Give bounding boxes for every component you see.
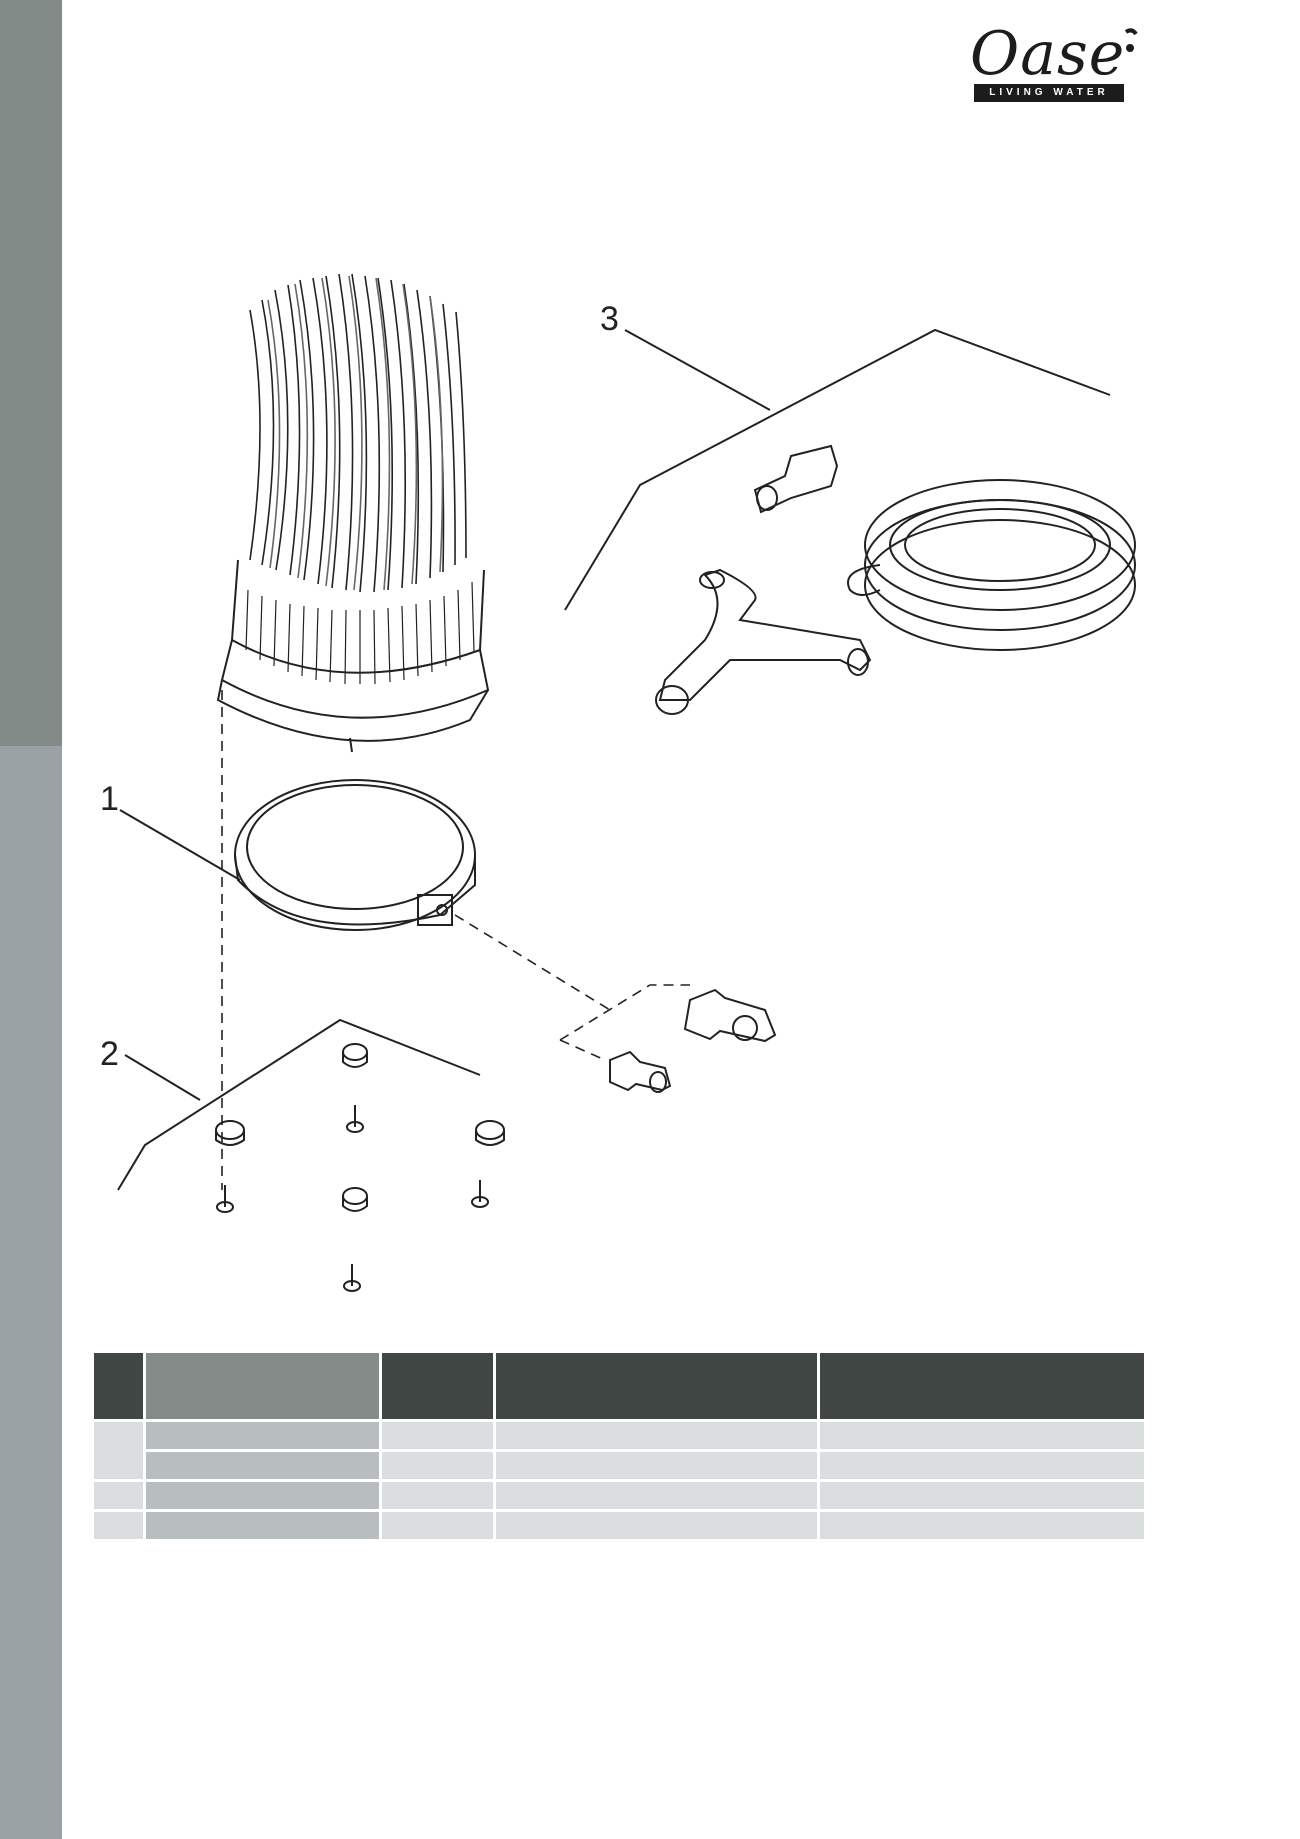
row-desc-cell bbox=[494, 1449, 820, 1481]
row-article-cell bbox=[818, 1419, 1144, 1451]
row-article-cell bbox=[818, 1509, 1144, 1539]
row-name-cell bbox=[144, 1449, 382, 1481]
row-name-cell bbox=[144, 1419, 382, 1451]
oase-logo: Oase LIVING WATER bbox=[960, 18, 1140, 110]
row-desc-cell bbox=[494, 1419, 820, 1451]
logo-wordmark: Oase bbox=[970, 19, 1126, 89]
row-desc-cell bbox=[494, 1509, 820, 1539]
logo-tagline: LIVING WATER bbox=[974, 84, 1124, 102]
assembly-dashed-lines bbox=[221, 690, 690, 1190]
row-pos-cell bbox=[94, 1419, 146, 1481]
hose-kit-drawing bbox=[655, 444, 1136, 715]
header-name bbox=[144, 1353, 382, 1421]
callout-3-bracket bbox=[564, 328, 1111, 611]
mounting-ring-drawing bbox=[234, 779, 476, 931]
sidebar-upper-band bbox=[0, 0, 62, 746]
callout-2-bracket bbox=[117, 1018, 481, 1191]
header-pos bbox=[94, 1353, 146, 1421]
header-qty bbox=[380, 1353, 496, 1421]
row-desc-cell bbox=[494, 1479, 820, 1511]
table-row bbox=[94, 1509, 1144, 1539]
exploded-parts-drawing bbox=[117, 273, 1136, 1292]
small-parts-drawing bbox=[215, 1043, 505, 1292]
callout-1-leader bbox=[119, 809, 241, 881]
header-desc bbox=[494, 1353, 820, 1421]
row-name-cell bbox=[144, 1509, 382, 1539]
parts-table-header bbox=[94, 1353, 1144, 1421]
table-row bbox=[94, 1449, 1144, 1481]
callout-1: 1 bbox=[100, 780, 119, 818]
header-article bbox=[818, 1353, 1144, 1421]
fountain-nozzle-drawing bbox=[216, 273, 490, 753]
row-article-cell bbox=[818, 1479, 1144, 1511]
row-article-cell bbox=[818, 1449, 1144, 1481]
row-qty-cell bbox=[380, 1419, 496, 1451]
parts-table bbox=[94, 1353, 1144, 1539]
callout-2: 2 bbox=[100, 1035, 119, 1073]
table-row bbox=[94, 1479, 1144, 1511]
row-name-cell bbox=[144, 1479, 382, 1511]
row-qty-cell bbox=[380, 1479, 496, 1511]
callout-3: 3 bbox=[600, 300, 619, 338]
row-pos-cell bbox=[94, 1509, 146, 1539]
connector-fittings-drawing bbox=[609, 988, 777, 1093]
table-row bbox=[94, 1419, 1144, 1481]
logo-drops-icon bbox=[1124, 28, 1138, 52]
row-qty-cell bbox=[380, 1449, 496, 1481]
row-pos-cell bbox=[94, 1479, 146, 1511]
sidebar-lower-band bbox=[0, 746, 62, 1839]
row-qty-cell bbox=[380, 1509, 496, 1539]
